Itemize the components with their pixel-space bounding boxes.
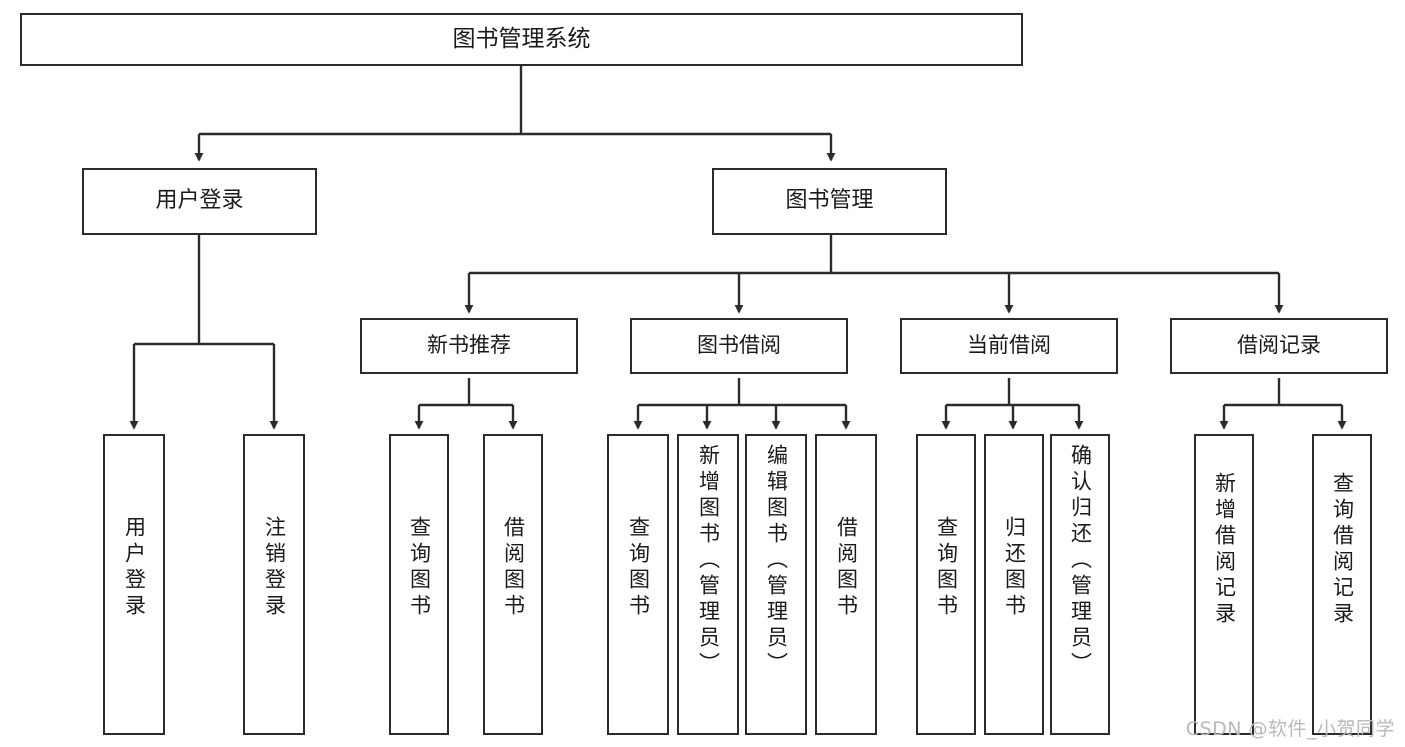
node-current-borrow[interactable]: 当前借阅 (900, 318, 1118, 374)
node-new-book-recommend-label: 新书推荐 (427, 333, 511, 358)
leaf-borrow-record-add[interactable]: 新增借阅记录 (1194, 434, 1254, 735)
leaf-book-borrow-edit-label: 编辑图书（管理员） (764, 444, 789, 678)
node-book-borrow[interactable]: 图书借阅 (630, 318, 848, 374)
leaf-book-borrow-query-label: 查询图书 (626, 516, 651, 620)
leaf-user-login-signout-label: 注销登录 (262, 516, 287, 620)
node-root-book-management-system[interactable]: 图书管理系统 (20, 13, 1023, 66)
leaf-user-login-signin-label: 用户登录 (122, 516, 147, 620)
leaf-borrow-record-add-label: 新增借阅记录 (1212, 472, 1237, 628)
node-current-borrow-label: 当前借阅 (967, 333, 1051, 358)
node-user-login[interactable]: 用户登录 (82, 168, 317, 235)
leaf-book-borrow-edit[interactable]: 编辑图书（管理员） (745, 434, 807, 735)
leaf-borrow-record-query-label: 查询借阅记录 (1330, 472, 1355, 628)
leaf-user-login-signout[interactable]: 注销登录 (243, 434, 305, 735)
leaf-current-borrow-query-label: 查询图书 (934, 516, 959, 620)
leaf-current-borrow-confirm-return-label: 确认归还（管理员） (1068, 444, 1093, 678)
node-user-login-label: 用户登录 (155, 188, 244, 214)
node-book-borrow-label: 图书借阅 (697, 333, 781, 358)
leaf-new-book-borrow-label: 借阅图书 (501, 516, 526, 620)
leaf-book-borrow-add-label: 新增图书（管理员） (696, 444, 721, 678)
leaf-new-book-borrow[interactable]: 借阅图书 (483, 434, 543, 735)
leaf-user-login-signin[interactable]: 用户登录 (103, 434, 165, 735)
leaf-current-borrow-return-label: 归还图书 (1002, 516, 1027, 620)
leaf-book-borrow-borrow-label: 借阅图书 (834, 516, 859, 620)
leaf-new-book-query[interactable]: 查询图书 (389, 434, 449, 735)
leaf-current-borrow-return[interactable]: 归还图书 (984, 434, 1044, 735)
leaf-book-borrow-borrow[interactable]: 借阅图书 (815, 434, 877, 735)
node-new-book-recommend[interactable]: 新书推荐 (360, 318, 578, 374)
leaf-book-borrow-add[interactable]: 新增图书（管理员） (677, 434, 739, 735)
node-book-management-label: 图书管理 (785, 188, 874, 214)
leaf-current-borrow-query[interactable]: 查询图书 (916, 434, 976, 735)
node-root-label: 图书管理系统 (452, 25, 591, 52)
node-book-management[interactable]: 图书管理 (712, 168, 947, 235)
leaf-new-book-query-label: 查询图书 (407, 516, 432, 620)
leaf-book-borrow-query[interactable]: 查询图书 (607, 434, 669, 735)
leaf-current-borrow-confirm-return[interactable]: 确认归还（管理员） (1050, 434, 1110, 735)
node-borrow-record[interactable]: 借阅记录 (1170, 318, 1388, 374)
leaf-borrow-record-query[interactable]: 查询借阅记录 (1312, 434, 1372, 735)
node-borrow-record-label: 借阅记录 (1237, 333, 1321, 358)
